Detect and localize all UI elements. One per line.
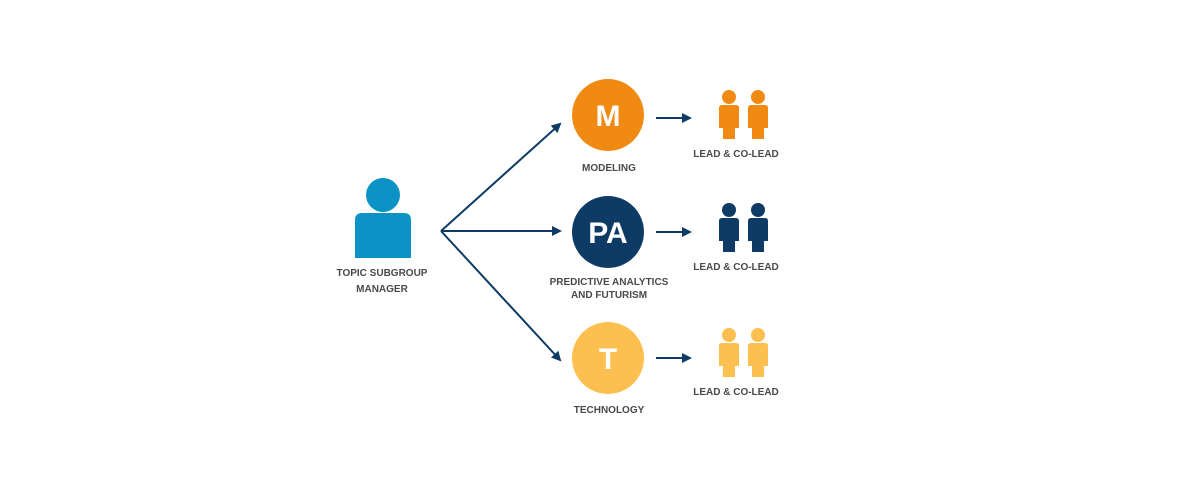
predictive-leads-icon <box>719 203 768 252</box>
modeling-circle <box>572 79 644 151</box>
manager-label-line1: TOPIC SUBGROUP <box>337 268 428 279</box>
modeling-leads-label: LEAD & CO-LEAD <box>693 149 779 160</box>
predictive-circle <box>572 196 644 268</box>
predictive-group: PA PREDICTIVE ANALYTICS AND FUTURISM LEA… <box>550 196 779 301</box>
technology-group: T TECHNOLOGY LEAD & CO-LEAD <box>572 322 779 416</box>
technology-label: TECHNOLOGY <box>574 405 645 416</box>
arrow-to-modeling <box>440 122 562 232</box>
predictive-initials: PA <box>588 217 627 250</box>
manager-label-line2: MANAGER <box>356 284 408 295</box>
modeling-initials: M <box>596 100 621 133</box>
technology-leads-label: LEAD & CO-LEAD <box>693 387 779 398</box>
predictive-label-line2: AND FUTURISM <box>571 290 647 301</box>
manager-person-icon <box>355 178 411 258</box>
modeling-leads-icon <box>719 90 768 139</box>
technology-circle <box>572 322 644 394</box>
predictive-leads-label: LEAD & CO-LEAD <box>693 262 779 273</box>
technology-leads-icon <box>719 328 768 377</box>
modeling-group: M MODELING LEAD & CO-LEAD <box>572 79 779 174</box>
predictive-label-line1: PREDICTIVE ANALYTICS <box>550 277 669 288</box>
arrow-to-technology <box>440 230 562 362</box>
technology-initials: T <box>599 343 617 376</box>
modeling-label: MODELING <box>582 163 636 174</box>
